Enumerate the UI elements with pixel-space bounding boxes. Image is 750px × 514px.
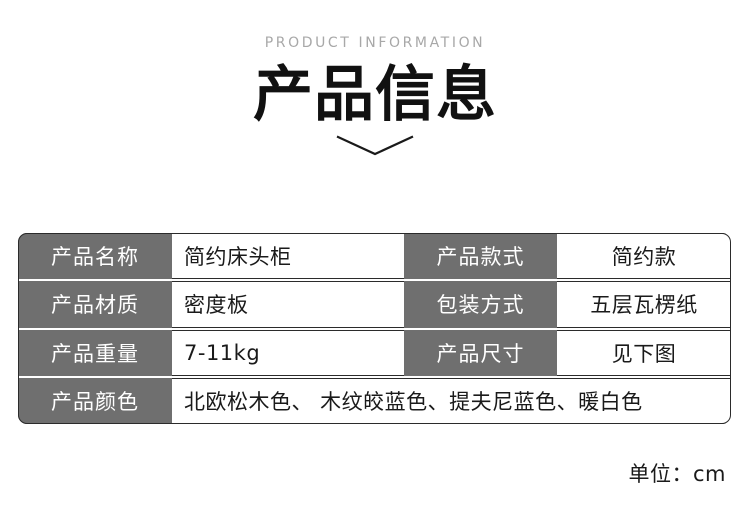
table-row: 产品重量 7-11kg 产品尺寸 见下图 bbox=[18, 327, 731, 376]
page-header: PRODUCT INFORMATION 产品信息 bbox=[0, 0, 750, 160]
spec-value-weight: 7-11kg bbox=[172, 329, 404, 376]
spec-label-packaging: 包装方式 bbox=[404, 281, 557, 328]
spec-label-color: 产品颜色 bbox=[18, 377, 172, 424]
unit-note: 单位：cm bbox=[628, 462, 726, 486]
spec-label-dimensions: 产品尺寸 bbox=[404, 329, 557, 376]
spec-value-product-style: 简约款 bbox=[557, 233, 731, 280]
spec-label-product-style: 产品款式 bbox=[404, 233, 557, 280]
spec-value-color: 北欧松木色、 木纹皎蓝色、提夫尼蓝色、暖白色 bbox=[172, 377, 731, 424]
spec-label-material: 产品材质 bbox=[18, 281, 172, 328]
spec-label-product-name: 产品名称 bbox=[18, 233, 172, 280]
spec-value-packaging: 五层瓦楞纸 bbox=[557, 281, 731, 328]
spec-value-dimensions: 见下图 bbox=[557, 329, 731, 376]
table-row: 产品名称 简约床头柜 产品款式 简约款 bbox=[18, 233, 731, 280]
product-spec-table: 产品名称 简约床头柜 产品款式 简约款 产品材质 密度板 包装方式 五层瓦楞纸 … bbox=[18, 233, 731, 424]
page-title: 产品信息 bbox=[253, 60, 497, 130]
spec-label-weight: 产品重量 bbox=[18, 329, 172, 376]
spec-value-product-name: 简约床头柜 bbox=[172, 233, 404, 280]
table-row: 产品颜色 北欧松木色、 木纹皎蓝色、提夫尼蓝色、暖白色 bbox=[18, 375, 731, 424]
spec-value-material: 密度板 bbox=[172, 281, 404, 328]
page-eyebrow: PRODUCT INFORMATION bbox=[264, 35, 486, 51]
chevron-down-icon bbox=[0, 134, 750, 160]
table-row: 产品材质 密度板 包装方式 五层瓦楞纸 bbox=[18, 279, 731, 328]
